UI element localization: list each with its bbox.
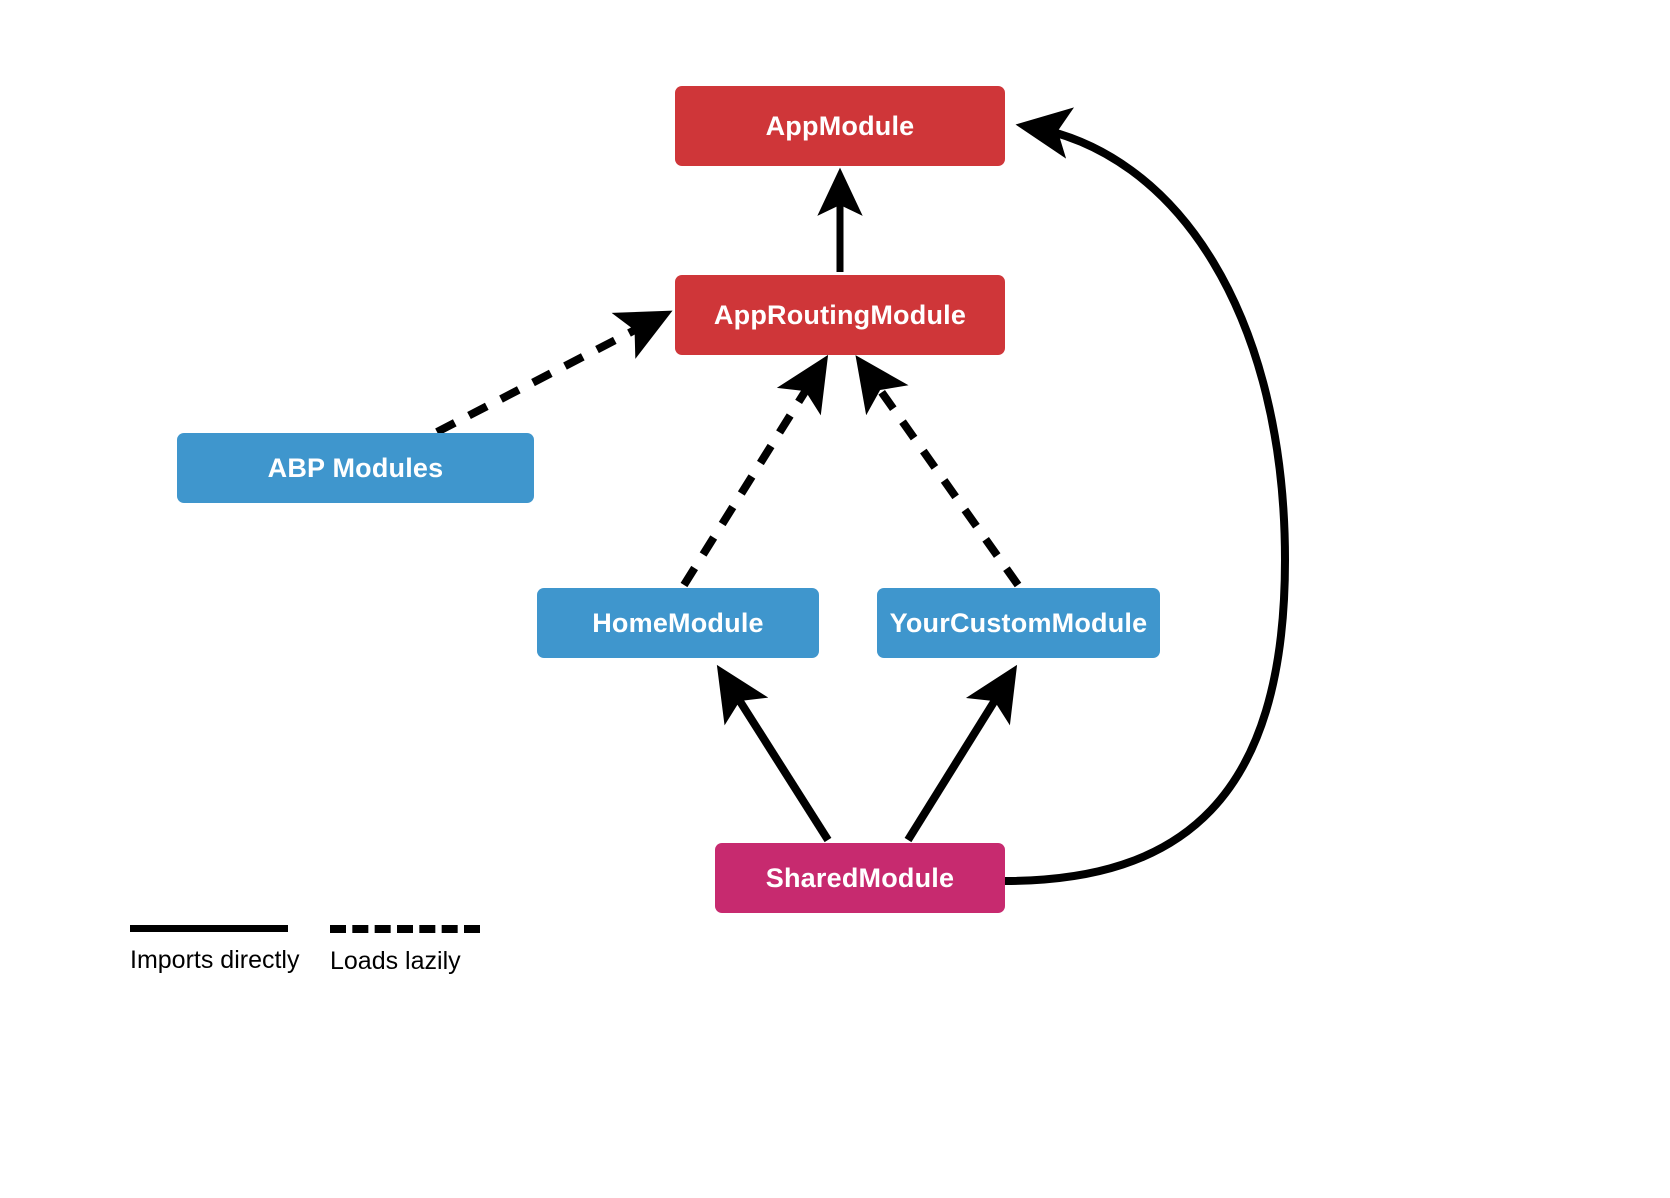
- node-app-routing-module[interactable]: AppRoutingModule: [675, 275, 1005, 355]
- legend: Imports directly Loads lazily: [130, 925, 550, 995]
- node-label: AppRoutingModule: [713, 299, 967, 330]
- node-abp-modules[interactable]: ABP Modules: [177, 433, 534, 503]
- edge-yourcustom-to-approuting: [855, 355, 1022, 588]
- edge-shared-to-yourcustom: [904, 664, 1018, 843]
- node-label: SharedModule: [765, 862, 955, 893]
- edge-home-to-approuting: [680, 354, 829, 588]
- node-label: YourCustomModule: [889, 607, 1148, 638]
- edge-abp-to-approuting: [435, 310, 673, 436]
- node-label: HomeModule: [592, 607, 764, 638]
- node-home-module[interactable]: HomeModule: [537, 588, 819, 658]
- legend-loads-lazily: Loads lazily: [330, 925, 480, 976]
- legend-label: Loads lazily: [330, 947, 461, 975]
- node-label: ABP Modules: [267, 452, 444, 483]
- node-your-custom-module[interactable]: YourCustomModule: [877, 588, 1160, 658]
- solid-line-icon: [130, 925, 288, 932]
- node-app-module[interactable]: AppModule: [675, 86, 1005, 166]
- edge-shared-to-appmodule: [1004, 107, 1290, 885]
- node-label: AppModule: [765, 110, 915, 141]
- legend-imports-directly: Imports directly: [130, 925, 299, 975]
- node-shared-module[interactable]: SharedModule: [715, 843, 1005, 913]
- edge-shared-to-home: [716, 664, 832, 843]
- dashed-line-icon: [330, 925, 480, 933]
- legend-label: Imports directly: [130, 946, 300, 974]
